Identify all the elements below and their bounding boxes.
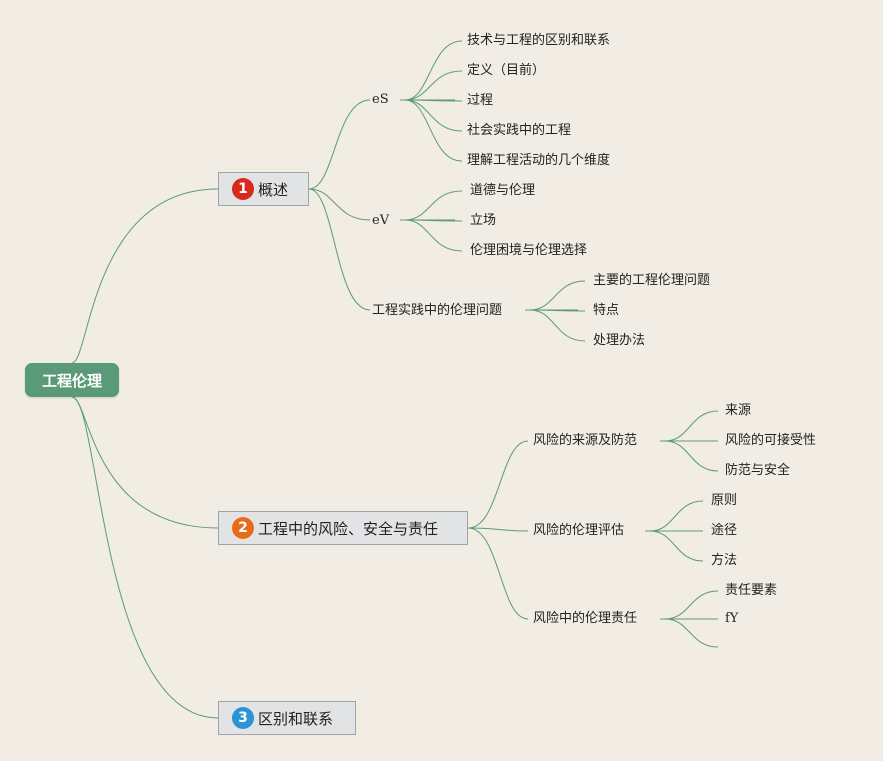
- subtopic[interactable]: 风险的可接受性: [725, 433, 817, 448]
- subtopic[interactable]: 立场: [470, 213, 497, 228]
- branch-node-risk[interactable]: 2 工程中的风险、安全与责任: [218, 511, 468, 545]
- connector-line: [467, 527, 529, 620]
- subtopic[interactable]: 伦理困境与伦理选择: [470, 243, 588, 258]
- connector-line: [649, 530, 704, 562]
- topic-risk-assessment[interactable]: 风险的伦理评估: [533, 523, 625, 538]
- root-node[interactable]: 工程伦理: [25, 363, 119, 397]
- connector-line: [467, 527, 529, 532]
- topic-es[interactable]: eS: [372, 92, 389, 107]
- connector-line: [664, 440, 719, 472]
- connector-line: [529, 280, 586, 311]
- subtopic[interactable]: 主要的工程伦理问题: [593, 273, 711, 288]
- subtopic[interactable]: 社会实践中的工程: [467, 123, 572, 138]
- branch-node-overview[interactable]: 1 概述: [218, 172, 309, 206]
- connector-line: [664, 590, 719, 620]
- subtopic[interactable]: 过程: [467, 93, 494, 108]
- subtopic[interactable]: 定义（目前）: [467, 63, 546, 78]
- connector-line: [71, 396, 219, 719]
- branch-label: 概述: [258, 180, 289, 199]
- connector-line: [308, 188, 371, 221]
- subtopic[interactable]: 来源: [725, 403, 752, 418]
- branch-label: 区别和联系: [258, 709, 334, 728]
- topic-ethics-issues[interactable]: 工程实践中的伦理问题: [372, 303, 503, 318]
- subtopic[interactable]: 责任要素: [725, 583, 778, 598]
- topic-risk-source[interactable]: 风险的来源及防范: [533, 433, 638, 448]
- topic-risk-responsibility[interactable]: 风险中的伦理责任: [533, 611, 638, 626]
- connector-line: [467, 440, 529, 529]
- connector-line: [71, 396, 219, 529]
- branch-label: 工程中的风险、安全与责任: [258, 519, 439, 538]
- branch-node-relation[interactable]: 3 区别和联系: [218, 701, 356, 735]
- subtopic[interactable]: 处理办法: [593, 333, 646, 348]
- topic-ev[interactable]: eV: [372, 213, 390, 228]
- subtopic[interactable]: 原则: [711, 493, 738, 508]
- connector-line: [404, 190, 463, 221]
- connector-line: [404, 99, 463, 102]
- subtopic[interactable]: 理解工程活动的几个维度: [467, 153, 611, 168]
- subtopic[interactable]: 道德与伦理: [470, 183, 536, 198]
- connector-line: [404, 70, 463, 101]
- subtopic[interactable]: 防范与安全: [725, 463, 791, 478]
- subtopic[interactable]: fY: [725, 611, 739, 626]
- number-3-badge: 3: [232, 707, 254, 729]
- number-2-badge: 2: [232, 517, 254, 539]
- connector-line: [404, 219, 463, 252]
- subtopic[interactable]: 技术与工程的区别和联系: [467, 33, 611, 48]
- number-1-badge: 1: [232, 178, 254, 200]
- subtopic[interactable]: 途径: [711, 523, 738, 538]
- connector-line: [308, 99, 371, 190]
- connector-line: [404, 99, 463, 132]
- subtopic[interactable]: 方法: [711, 553, 738, 568]
- connector-line: [308, 188, 371, 311]
- connector-line: [664, 410, 719, 442]
- connector-line: [529, 309, 586, 312]
- connector-line: [71, 188, 219, 364]
- connector-line: [404, 40, 463, 101]
- connector-line: [404, 99, 463, 162]
- connector-line: [649, 500, 704, 532]
- connector-line: [529, 309, 586, 342]
- connector-line: [664, 618, 719, 648]
- connector-line: [404, 219, 463, 222]
- subtopic[interactable]: 特点: [593, 303, 620, 318]
